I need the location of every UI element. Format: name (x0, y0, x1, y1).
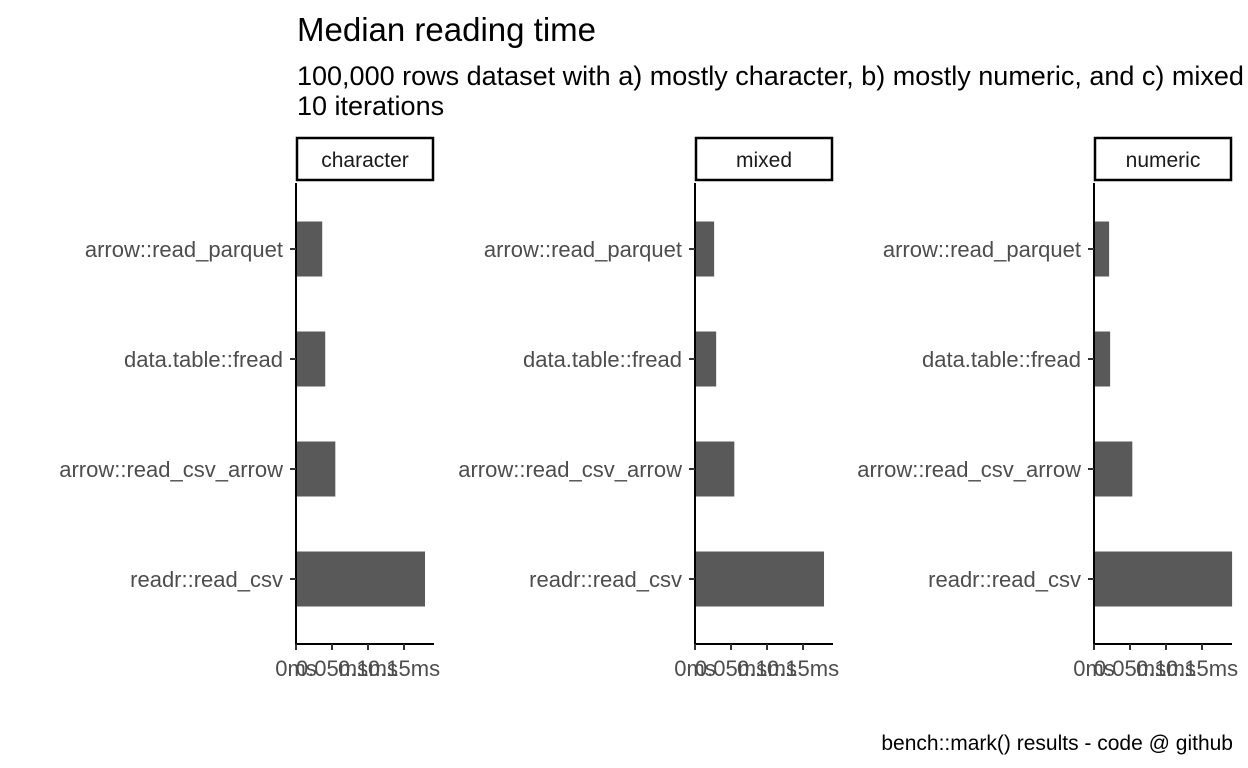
category-label: arrow::read_csv_arrow (59, 457, 283, 482)
category-label: readr::read_csv (928, 567, 1081, 592)
chart-subtitle-line-1: 100,000 rows dataset with a) mostly char… (297, 61, 1248, 91)
bar-data-table-fread (1094, 331, 1111, 387)
bar-data-table-fread (695, 331, 717, 387)
x-tick-label: 0.05ms (1094, 656, 1166, 681)
x-tick-label: 0ms (275, 656, 317, 681)
category-label: arrow::read_csv_arrow (857, 457, 1081, 482)
bar-arrow-read-csv-arrow (296, 441, 336, 497)
chart-title: Median reading time (297, 11, 596, 48)
bar-readr-read-csv (296, 551, 426, 607)
chart-caption: bench::mark() results - code @ github (881, 732, 1233, 755)
x-tick-label: 0.15ms (368, 656, 440, 681)
category-label: arrow::read_parquet (484, 237, 682, 262)
x-tick-label: 0.1ms (737, 656, 797, 681)
x-tick-label: 0ms (674, 656, 716, 681)
bar-arrow-read-parquet (296, 221, 323, 277)
bar-readr-read-csv (1094, 551, 1233, 607)
bar-arrow-read-csv-arrow (1094, 441, 1133, 497)
category-label: readr::read_csv (529, 567, 682, 592)
facet-strip (295, 136, 435, 182)
facet-panel-mixed: mixedarrow::read_parquetdata.table::frea… (458, 136, 839, 681)
facet-strip-label: character (321, 149, 409, 172)
category-label: readr::read_csv (130, 567, 283, 592)
facet-strip-label: mixed (736, 149, 792, 172)
x-tick-label: 0.15ms (767, 656, 839, 681)
bar-arrow-read-parquet (695, 221, 715, 277)
category-label: data.table::fread (523, 347, 682, 372)
category-label: arrow::read_parquet (85, 237, 283, 262)
x-tick-label: 0.05ms (296, 656, 368, 681)
category-label: arrow::read_csv_arrow (458, 457, 682, 482)
facet-panel-numeric: numericarrow::read_parquetdata.table::fr… (857, 136, 1238, 681)
chart-subtitle-line-2: 10 iterations (297, 91, 444, 121)
category-label: data.table::fread (922, 347, 1081, 372)
facet-panel-character: characterarrow::read_parquetdata.table::… (59, 136, 440, 681)
bar-arrow-read-csv-arrow (695, 441, 735, 497)
category-label: data.table::fread (124, 347, 283, 372)
x-tick-label: 0.05ms (695, 656, 767, 681)
facet-strip (1093, 136, 1233, 182)
facet-strip (694, 136, 834, 182)
bar-readr-read-csv (695, 551, 825, 607)
bar-arrow-read-parquet (1094, 221, 1110, 277)
x-tick-label: 0.15ms (1166, 656, 1238, 681)
facet-strip-label: numeric (1126, 149, 1201, 172)
category-label: arrow::read_parquet (883, 237, 1081, 262)
facet-panels: characterarrow::read_parquetdata.table::… (59, 136, 1238, 681)
x-tick-label: 0.1ms (338, 656, 398, 681)
x-tick-label: 0.1ms (1136, 656, 1196, 681)
bar-data-table-fread (296, 331, 326, 387)
x-tick-label: 0ms (1073, 656, 1115, 681)
